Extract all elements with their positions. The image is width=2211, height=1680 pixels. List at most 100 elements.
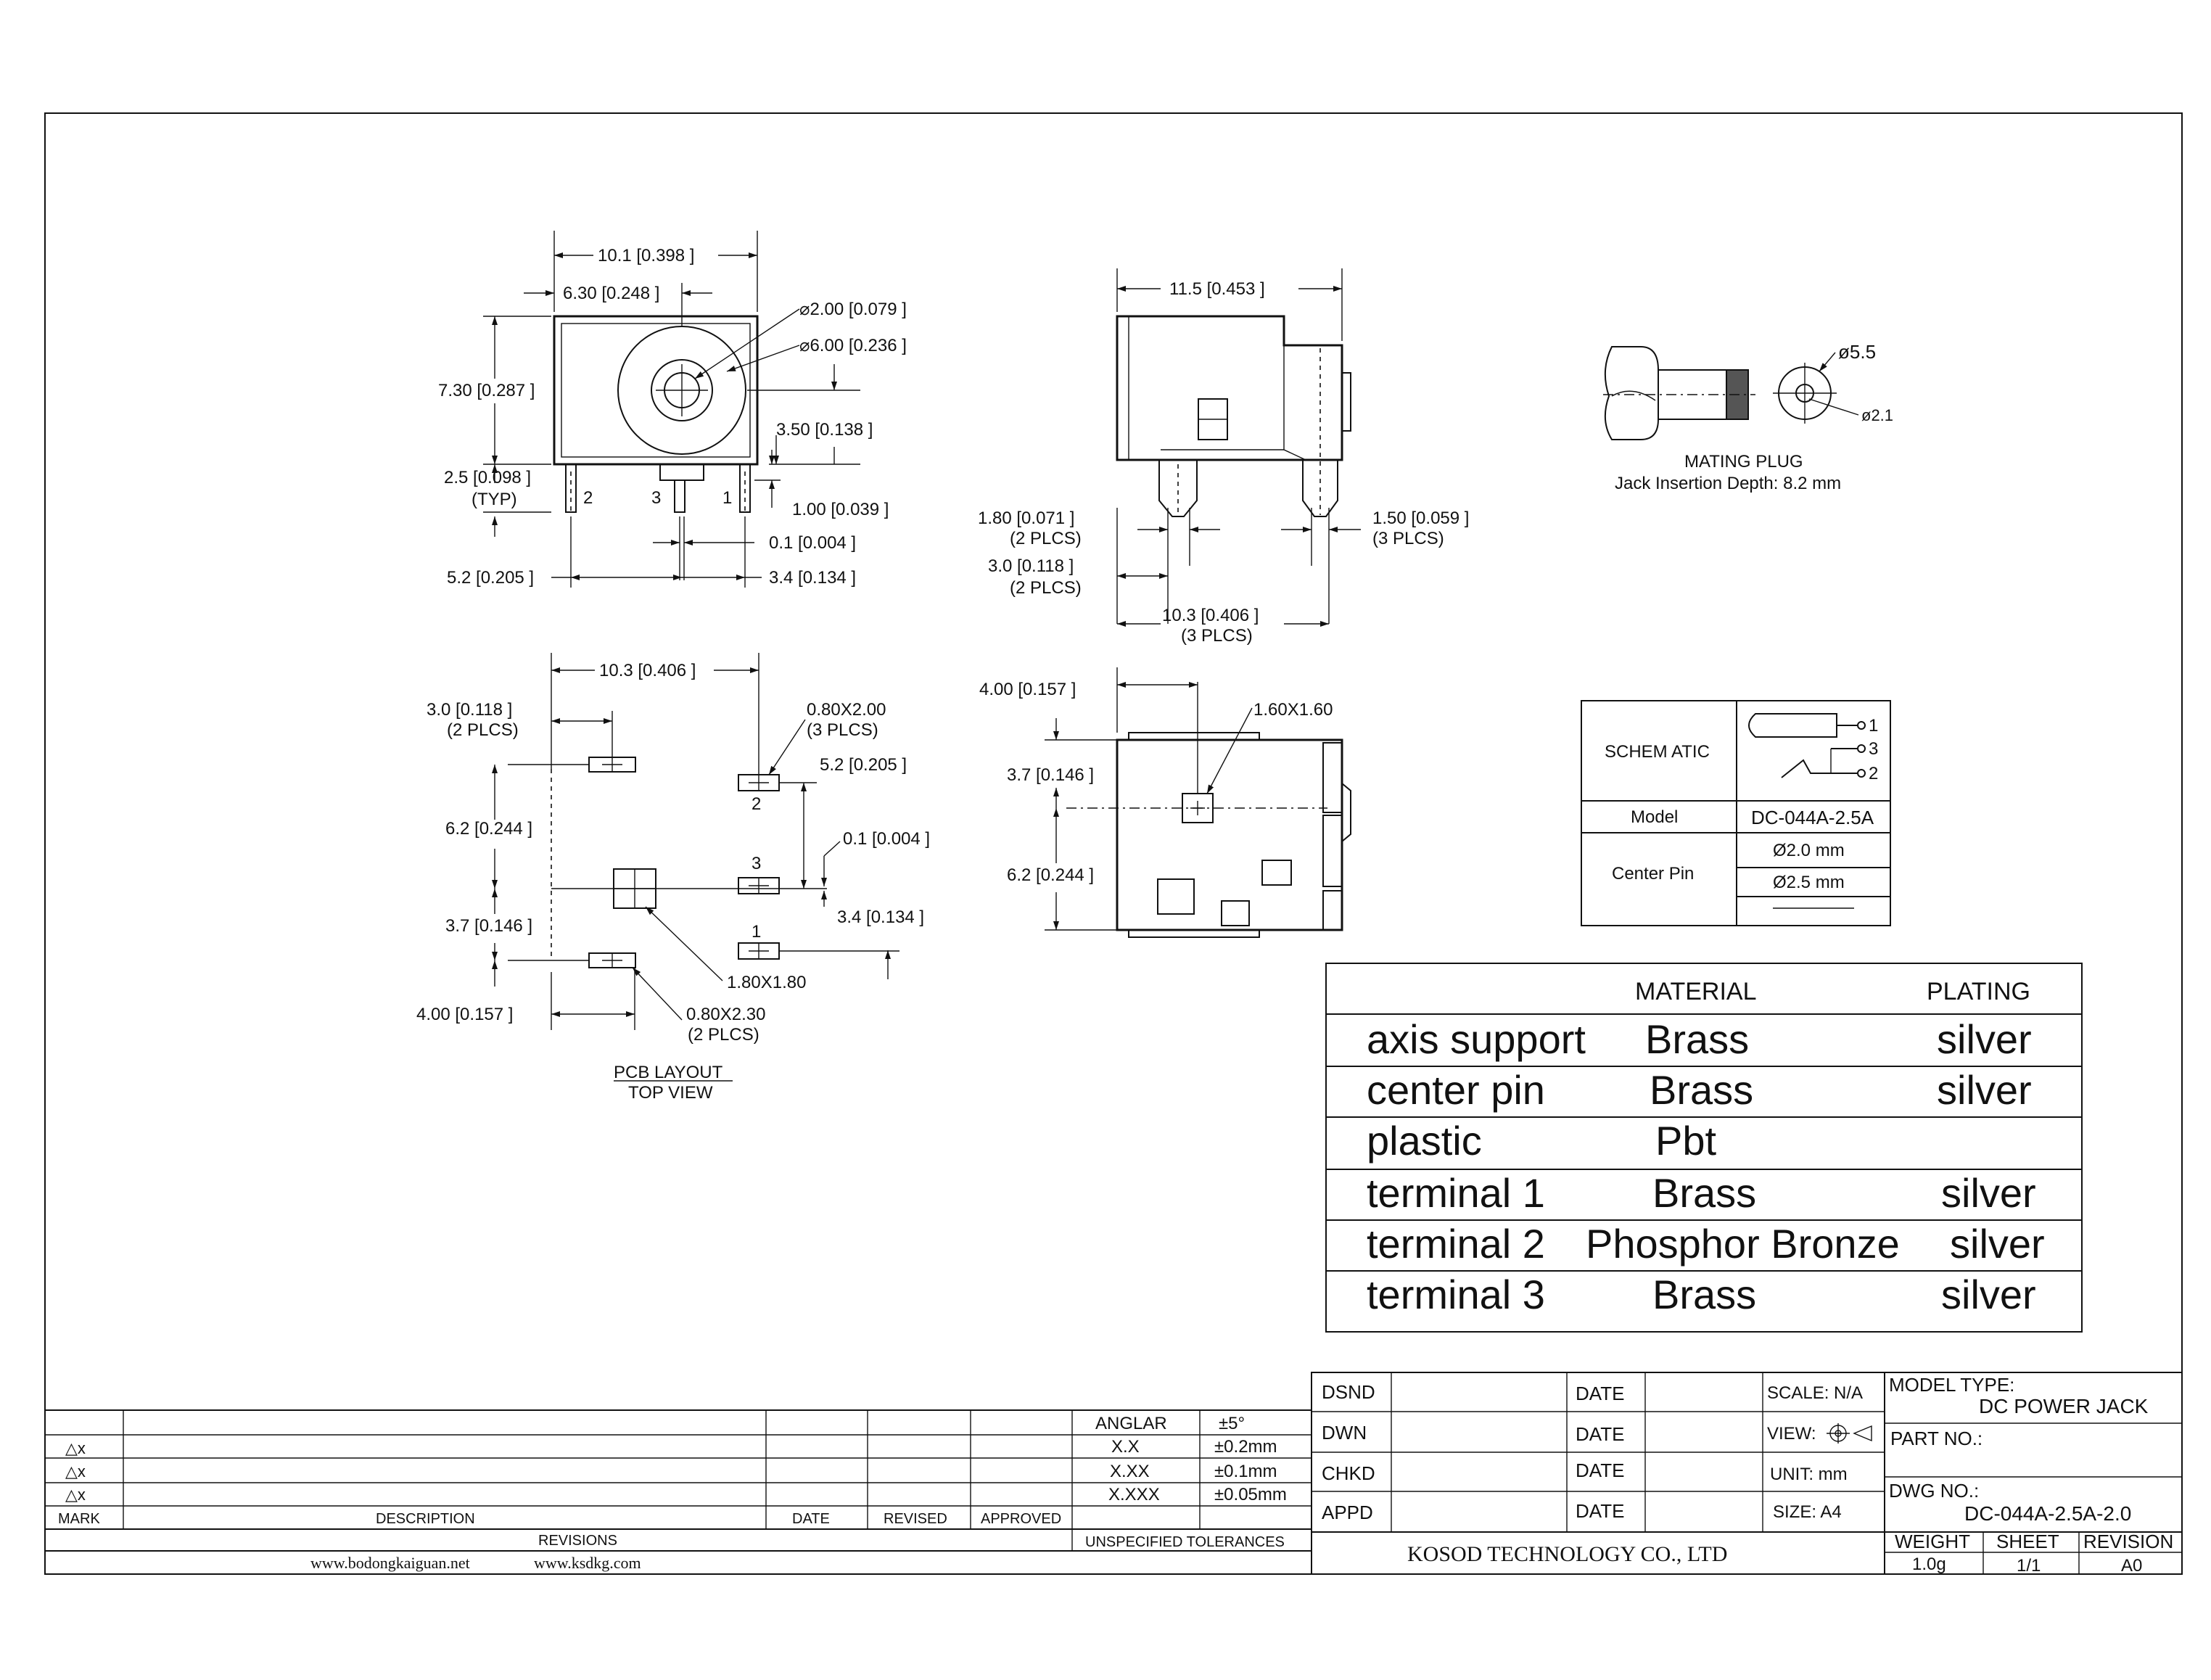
mating-plug-outer-dim: ø5.5: [1838, 341, 1876, 363]
dim-bottom-upper: 3.7 [0.146 ]: [1007, 765, 1094, 785]
model-label: Model: [1631, 807, 1678, 827]
tolerance-label: X.XX: [1110, 1462, 1150, 1481]
signoff-chkd: CHKD: [1322, 1462, 1375, 1484]
schematic-label: SCHEM ATIC: [1605, 742, 1710, 762]
dim-front-offset: 6.30 [0.248 ]: [563, 284, 659, 303]
dim-pcb-lower: 3.7 [0.146 ]: [445, 916, 532, 936]
tolerance-label: ANGLAR: [1095, 1414, 1167, 1433]
dim-pcb-slot-height: 5.2 [0.205 ]: [820, 755, 907, 775]
side-view: 11.5 [0.453 ] 1.80 [0.071 ] (2 PLCS) 3.0…: [978, 268, 1469, 646]
website-link-1[interactable]: www.bodongkaiguan.net: [310, 1554, 470, 1572]
website-link-2[interactable]: www.ksdkg.com: [534, 1554, 641, 1572]
mating-plug-note: Jack Insertion Depth: 8.2 mm: [1615, 474, 1841, 493]
signoff-appd: APPD: [1322, 1502, 1373, 1523]
mating-plug: ø5.5 ø2.1 MATING PLUG Jack Insertion Dep…: [1603, 341, 1893, 493]
dim-pcb-slot: 0.80X2.00: [807, 700, 886, 720]
col-revised: REVISED: [884, 1511, 947, 1527]
dim-hole-small: ⌀2.00 [0.079 ]: [799, 300, 907, 319]
material-row-part: center pin: [1367, 1067, 1545, 1113]
tolerance-value: ±0.1mm: [1214, 1462, 1277, 1481]
weight-value: 1.0g: [1912, 1555, 1946, 1574]
material-row-plating: silver: [1941, 1170, 2036, 1216]
pcb-layout-subtitle: TOP VIEW: [628, 1083, 713, 1103]
weight-label: WEIGHT: [1895, 1531, 1970, 1552]
dim-front-gap: 0.1 [0.004 ]: [769, 533, 856, 553]
bottom-view: 4.00 [0.157 ] 1.60X1.60 3.7 [0.146 ] 6.2…: [979, 667, 1351, 938]
view-field: VIEW:: [1767, 1424, 1816, 1444]
material-row-material: Brass: [1652, 1170, 1756, 1216]
dim-side-span-note: (3 PLCS): [1181, 626, 1253, 646]
pcb-pin-label-1: 1: [752, 922, 761, 942]
model-type-value: DC POWER JACK: [1979, 1395, 2149, 1417]
date-label: DATE: [1576, 1423, 1624, 1445]
revisions-block: △x △x △x MARK DESCRIPTION DATE REVISED A…: [44, 1409, 1312, 1575]
material-row-part: terminal 1: [1367, 1170, 1545, 1216]
dim-pcb-upper: 6.2 [0.244 ]: [445, 819, 532, 839]
dwg-no-value: DC-044A-2.5A-2.0: [1964, 1502, 2131, 1525]
dim-pcb-gap: 0.1 [0.004 ]: [843, 829, 930, 849]
material-row-plating: silver: [1937, 1016, 2032, 1062]
schematic-pin-label-2: 2: [1869, 764, 1878, 783]
revisions-footer: REVISIONS: [538, 1533, 617, 1549]
dim-front-width: 10.1 [0.398 ]: [598, 246, 694, 265]
scale-field: SCALE: N/A: [1767, 1383, 1863, 1403]
mating-plug-title: MATING PLUG: [1684, 452, 1803, 472]
dim-pcb-span: 10.3 [0.406 ]: [599, 661, 696, 680]
center-pin-label: Center Pin: [1612, 864, 1694, 884]
dwg-no-label: DWG NO.:: [1889, 1480, 1979, 1502]
size-field: SIZE: A4: [1773, 1502, 1842, 1522]
tolerance-value: ±5°: [1219, 1414, 1245, 1433]
model-value: DC-044A-2.5A: [1751, 807, 1874, 828]
dim-bottom-pad: 1.60X1.60: [1253, 700, 1333, 720]
dim-pcb-slot2-note: (2 PLCS): [688, 1025, 759, 1045]
dim-hole-large: ⌀6.00 [0.236 ]: [799, 336, 907, 355]
mating-plug-inner-dim: ø2.1: [1861, 406, 1893, 424]
front-view: 2 3 1 10.1 [0.398 ] 6.30 [0.248 ] ⌀2.00 …: [438, 231, 907, 588]
dim-bottom-lower: 6.2 [0.244 ]: [1007, 865, 1094, 885]
front-pin-label-1: 1: [722, 488, 732, 508]
material-row-plating: silver: [1937, 1067, 2032, 1113]
date-label: DATE: [1576, 1500, 1624, 1522]
side-pin-right: [1302, 460, 1338, 517]
model-type-label: MODEL TYPE:: [1889, 1374, 2014, 1396]
material-row-material: Brass: [1645, 1016, 1749, 1062]
schematic-table: SCHEM ATIC 1 3 2 Model DC-044A-2.5A Cent…: [1581, 700, 1891, 926]
pin-1: [739, 464, 751, 513]
material-row-part: plastic: [1367, 1118, 1482, 1164]
pcb-pin-label-3: 3: [752, 854, 761, 873]
material-row-plating: silver: [1941, 1272, 2036, 1317]
dim-tab: 1.00 [0.039 ]: [792, 500, 889, 519]
material-header: MATERIAL: [1635, 978, 1757, 1005]
dim-side-pin-width: 1.80 [0.071 ]: [978, 508, 1074, 528]
tolerance-label: X.XXX: [1108, 1485, 1160, 1504]
plating-header: PLATING: [1927, 978, 2030, 1005]
dim-front-left: 5.2 [0.205 ]: [447, 568, 534, 588]
col-mark: MARK: [58, 1511, 100, 1527]
revision-value: A0: [2121, 1556, 2142, 1576]
schematic-symbol: [1748, 713, 1866, 778]
dim-pcb-pin-offset-note: (2 PLCS): [447, 720, 519, 740]
col-description: DESCRIPTION: [376, 1511, 475, 1527]
company-name: KOSOD TECHNOLOGY CO., LTD: [1407, 1542, 1727, 1566]
pin-3: [674, 479, 685, 513]
front-pin-label-3: 3: [651, 488, 661, 508]
dim-side-pin-right: 1.50 [0.059 ]: [1372, 508, 1469, 528]
dim-side-pin-offset: 3.0 [0.118 ]: [988, 556, 1074, 576]
material-row-part: terminal 2: [1367, 1221, 1545, 1267]
unit-field: UNIT: mm: [1770, 1465, 1848, 1484]
dim-pcb-slot-note: (3 PLCS): [807, 720, 878, 740]
sheet-value: 1/1: [2017, 1556, 2041, 1576]
signoff-dsnd: DSND: [1322, 1381, 1375, 1403]
dim-pcb-slot2: 0.80X2.30: [686, 1005, 765, 1024]
schematic-pin-label-1: 1: [1869, 716, 1878, 736]
col-approved: APPROVED: [981, 1511, 1061, 1527]
center-pin-value-2: Ø2.5 mm: [1773, 873, 1845, 892]
revision-mark: △x: [65, 1486, 86, 1504]
dim-pin-length: 2.5 [0.098 ]: [444, 468, 531, 487]
dim-side-pin-right-note: (3 PLCS): [1372, 529, 1444, 548]
part-no-label: PART NO.:: [1890, 1428, 1983, 1449]
signoff-dwn: DWN: [1322, 1422, 1367, 1444]
date-label: DATE: [1576, 1383, 1624, 1404]
material-row-part: axis support: [1367, 1016, 1586, 1062]
pin-2: [565, 464, 577, 513]
